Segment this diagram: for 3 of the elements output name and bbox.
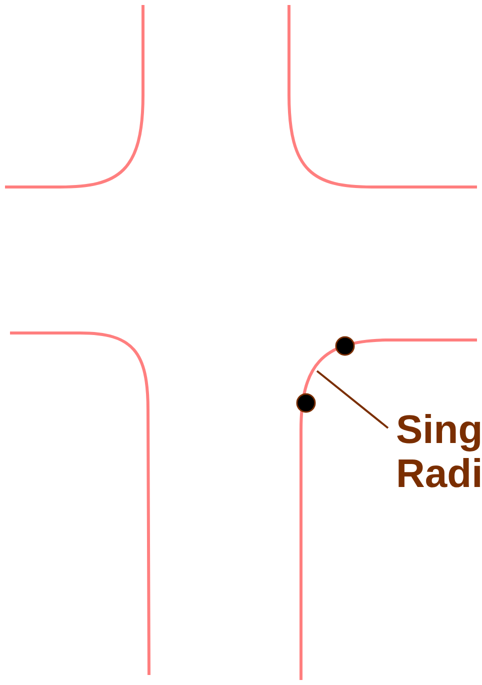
leader-line: [316, 370, 389, 429]
curb-corner-arc: [300, 338, 386, 430]
callout-text: Sing Radi: [396, 408, 482, 496]
